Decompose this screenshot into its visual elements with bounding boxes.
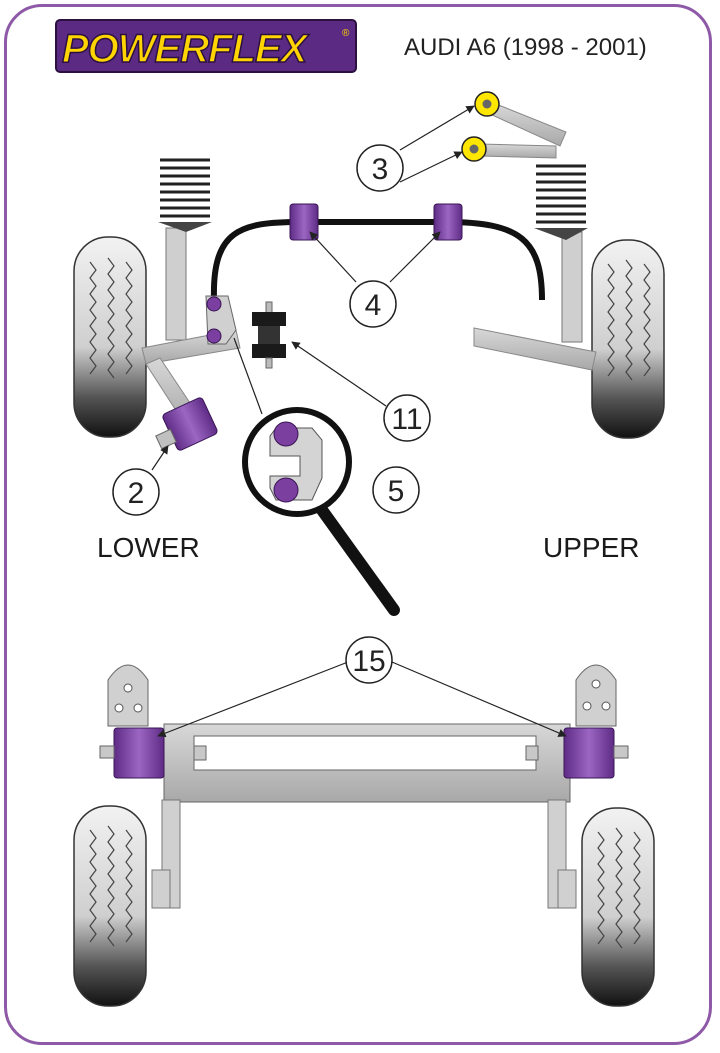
magnifier — [242, 407, 400, 616]
page-title: AUDI A6 (1998 - 2001) — [404, 34, 647, 61]
svg-text:15: 15 — [352, 645, 385, 678]
upper-label: UPPER — [543, 532, 639, 563]
callout-15: 15 — [345, 636, 393, 684]
front-left-wheel — [73, 236, 147, 438]
leader-lines — [151, 105, 567, 738]
brand-name: POWERFLEX — [62, 27, 310, 71]
front-right-wheel — [591, 239, 665, 439]
callout-11: 11 — [383, 394, 431, 442]
rear-right-wheel — [581, 807, 655, 1007]
rear-subframe — [99, 664, 629, 909]
lower-arm-bush — [155, 397, 218, 451]
callout-2: 2 — [112, 468, 160, 516]
drop-link-bracket — [205, 295, 237, 345]
callout-5: 5 — [372, 466, 420, 514]
left-spring — [158, 158, 212, 341]
callout-4: 4 — [349, 280, 397, 328]
svg-text:2: 2 — [128, 477, 145, 510]
right-spring — [534, 164, 588, 343]
powerflex-logo: POWERFLEX ® — [55, 19, 357, 73]
registered-mark: ® — [342, 28, 350, 39]
upper-control-arms — [461, 91, 567, 162]
svg-text:3: 3 — [372, 153, 389, 186]
lower-label: LOWER — [97, 532, 200, 563]
engine-mount — [252, 301, 286, 369]
svg-text:11: 11 — [391, 403, 422, 436]
rear-left-wheel — [73, 805, 147, 1007]
svg-text:5: 5 — [388, 475, 405, 508]
svg-text:4: 4 — [365, 289, 382, 322]
anti-roll-bar — [210, 203, 545, 301]
page-border — [4, 4, 712, 1045]
callout-3: 3 — [356, 144, 404, 192]
